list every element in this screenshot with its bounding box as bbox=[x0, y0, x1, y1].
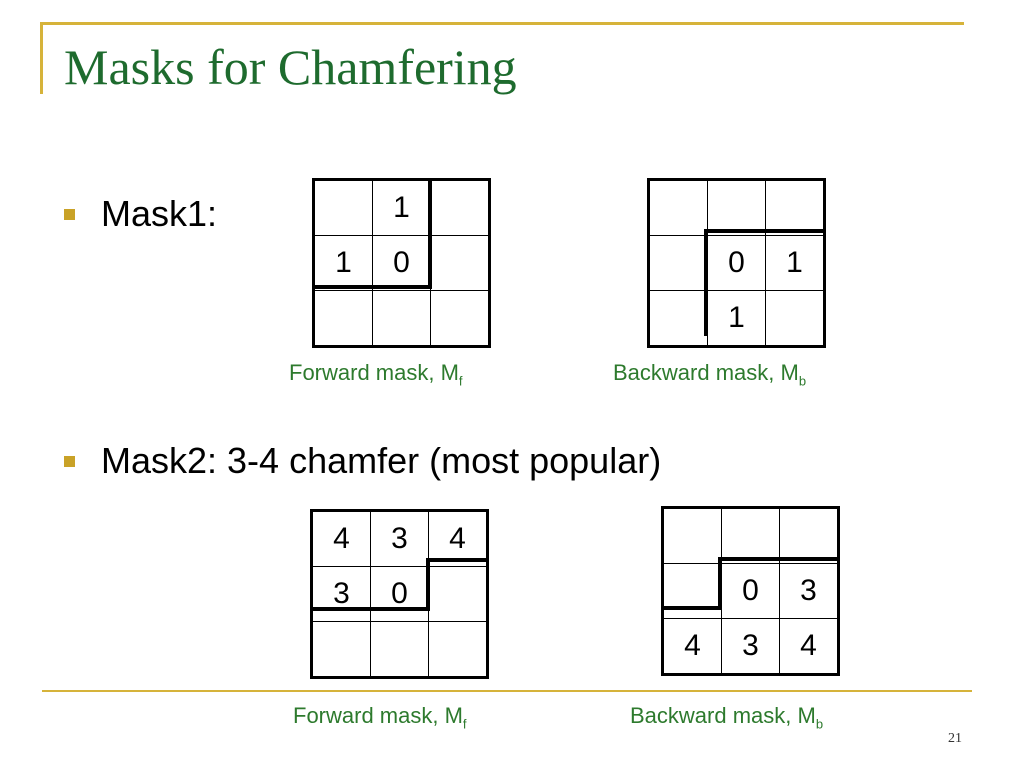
grid-cell bbox=[662, 507, 722, 564]
grid-cell bbox=[721, 507, 780, 564]
grid-cell bbox=[430, 235, 490, 291]
grid-cell: 1 bbox=[313, 235, 373, 291]
grid-cell bbox=[428, 621, 488, 678]
mask2-label: Mask2: 3-4 chamfer (most popular) bbox=[101, 440, 662, 481]
mask-boundary-line bbox=[718, 557, 838, 561]
grid-cell bbox=[779, 507, 839, 564]
mask-boundary-line bbox=[312, 285, 432, 289]
mask-boundary-line bbox=[661, 606, 722, 610]
mask-boundary-line bbox=[426, 558, 486, 562]
mask-boundary-line bbox=[704, 229, 708, 336]
grid-cell: 0 bbox=[707, 235, 766, 291]
mask1-label: Mask1: bbox=[101, 193, 218, 234]
mask2-forward-grid: 4 3 4 3 0 bbox=[310, 509, 489, 679]
mask2-forward-caption: Forward mask, Mf bbox=[293, 703, 467, 732]
top-border-line bbox=[40, 22, 964, 25]
grid-cell bbox=[313, 290, 373, 347]
grid-row: 4 3 4 bbox=[662, 618, 839, 675]
grid-row bbox=[311, 621, 488, 678]
grid-row: 3 0 bbox=[311, 566, 488, 622]
mask-boundary-line bbox=[428, 178, 432, 288]
grid-cell bbox=[370, 621, 429, 678]
grid-row: 0 1 bbox=[648, 235, 825, 291]
grid-row: 1 bbox=[313, 179, 490, 236]
mask2-backward-caption: Backward mask, Mb bbox=[630, 703, 824, 732]
mask1-forward-grid: 1 1 0 bbox=[312, 178, 491, 348]
mask-boundary-line bbox=[704, 229, 824, 233]
grid-cell bbox=[648, 179, 708, 236]
grid-cell bbox=[428, 566, 488, 622]
grid-cell bbox=[648, 290, 708, 347]
grid-row: 1 0 bbox=[313, 235, 490, 291]
grid-cell: 3 bbox=[779, 563, 839, 619]
grid-row: 1 bbox=[648, 290, 825, 347]
grid-cell bbox=[765, 179, 825, 236]
grid-row: 0 3 bbox=[662, 563, 839, 619]
slide-title: Masks for Chamfering bbox=[64, 39, 517, 95]
grid-cell bbox=[372, 290, 431, 347]
grid-cell: 4 bbox=[662, 618, 722, 675]
grid-cell: 1 bbox=[372, 179, 431, 236]
grid-cell: 3 bbox=[370, 510, 429, 567]
page-number: 21 bbox=[948, 731, 962, 746]
left-border-line bbox=[40, 22, 43, 94]
bottom-border-line bbox=[42, 690, 972, 692]
grid-cell: 0 bbox=[370, 566, 429, 622]
grid-cell bbox=[707, 179, 766, 236]
grid-cell: 4 bbox=[311, 510, 371, 567]
grid-row: 4 3 4 bbox=[311, 510, 488, 567]
grid-cell: 0 bbox=[372, 235, 431, 291]
grid-cell bbox=[311, 621, 371, 678]
grid-cell bbox=[765, 290, 825, 347]
mask1-backward-caption: Backward mask, Mb bbox=[613, 360, 807, 389]
mask-boundary-line bbox=[310, 607, 430, 611]
grid-cell bbox=[648, 235, 708, 291]
grid-row bbox=[662, 507, 839, 564]
grid-cell bbox=[662, 563, 722, 619]
grid-cell: 1 bbox=[765, 235, 825, 291]
mask1-backward-grid: 0 1 1 bbox=[647, 178, 826, 348]
grid-cell bbox=[313, 179, 373, 236]
grid-row bbox=[313, 290, 490, 347]
mask-boundary-line bbox=[718, 557, 722, 610]
bullet-icon bbox=[64, 209, 75, 220]
grid-cell: 3 bbox=[721, 618, 780, 675]
grid-cell: 4 bbox=[779, 618, 839, 675]
grid-row bbox=[648, 179, 825, 236]
mask2-backward-grid: 0 3 4 3 4 bbox=[661, 506, 840, 676]
grid-cell: 1 bbox=[707, 290, 766, 347]
grid-cell: 0 bbox=[721, 563, 780, 619]
grid-cell bbox=[430, 290, 490, 347]
mask-boundary-line bbox=[426, 558, 430, 610]
mask1-forward-caption: Forward mask, Mf bbox=[289, 360, 463, 389]
grid-cell bbox=[430, 179, 490, 236]
grid-cell: 3 bbox=[311, 566, 371, 622]
bullet-icon bbox=[64, 456, 75, 467]
